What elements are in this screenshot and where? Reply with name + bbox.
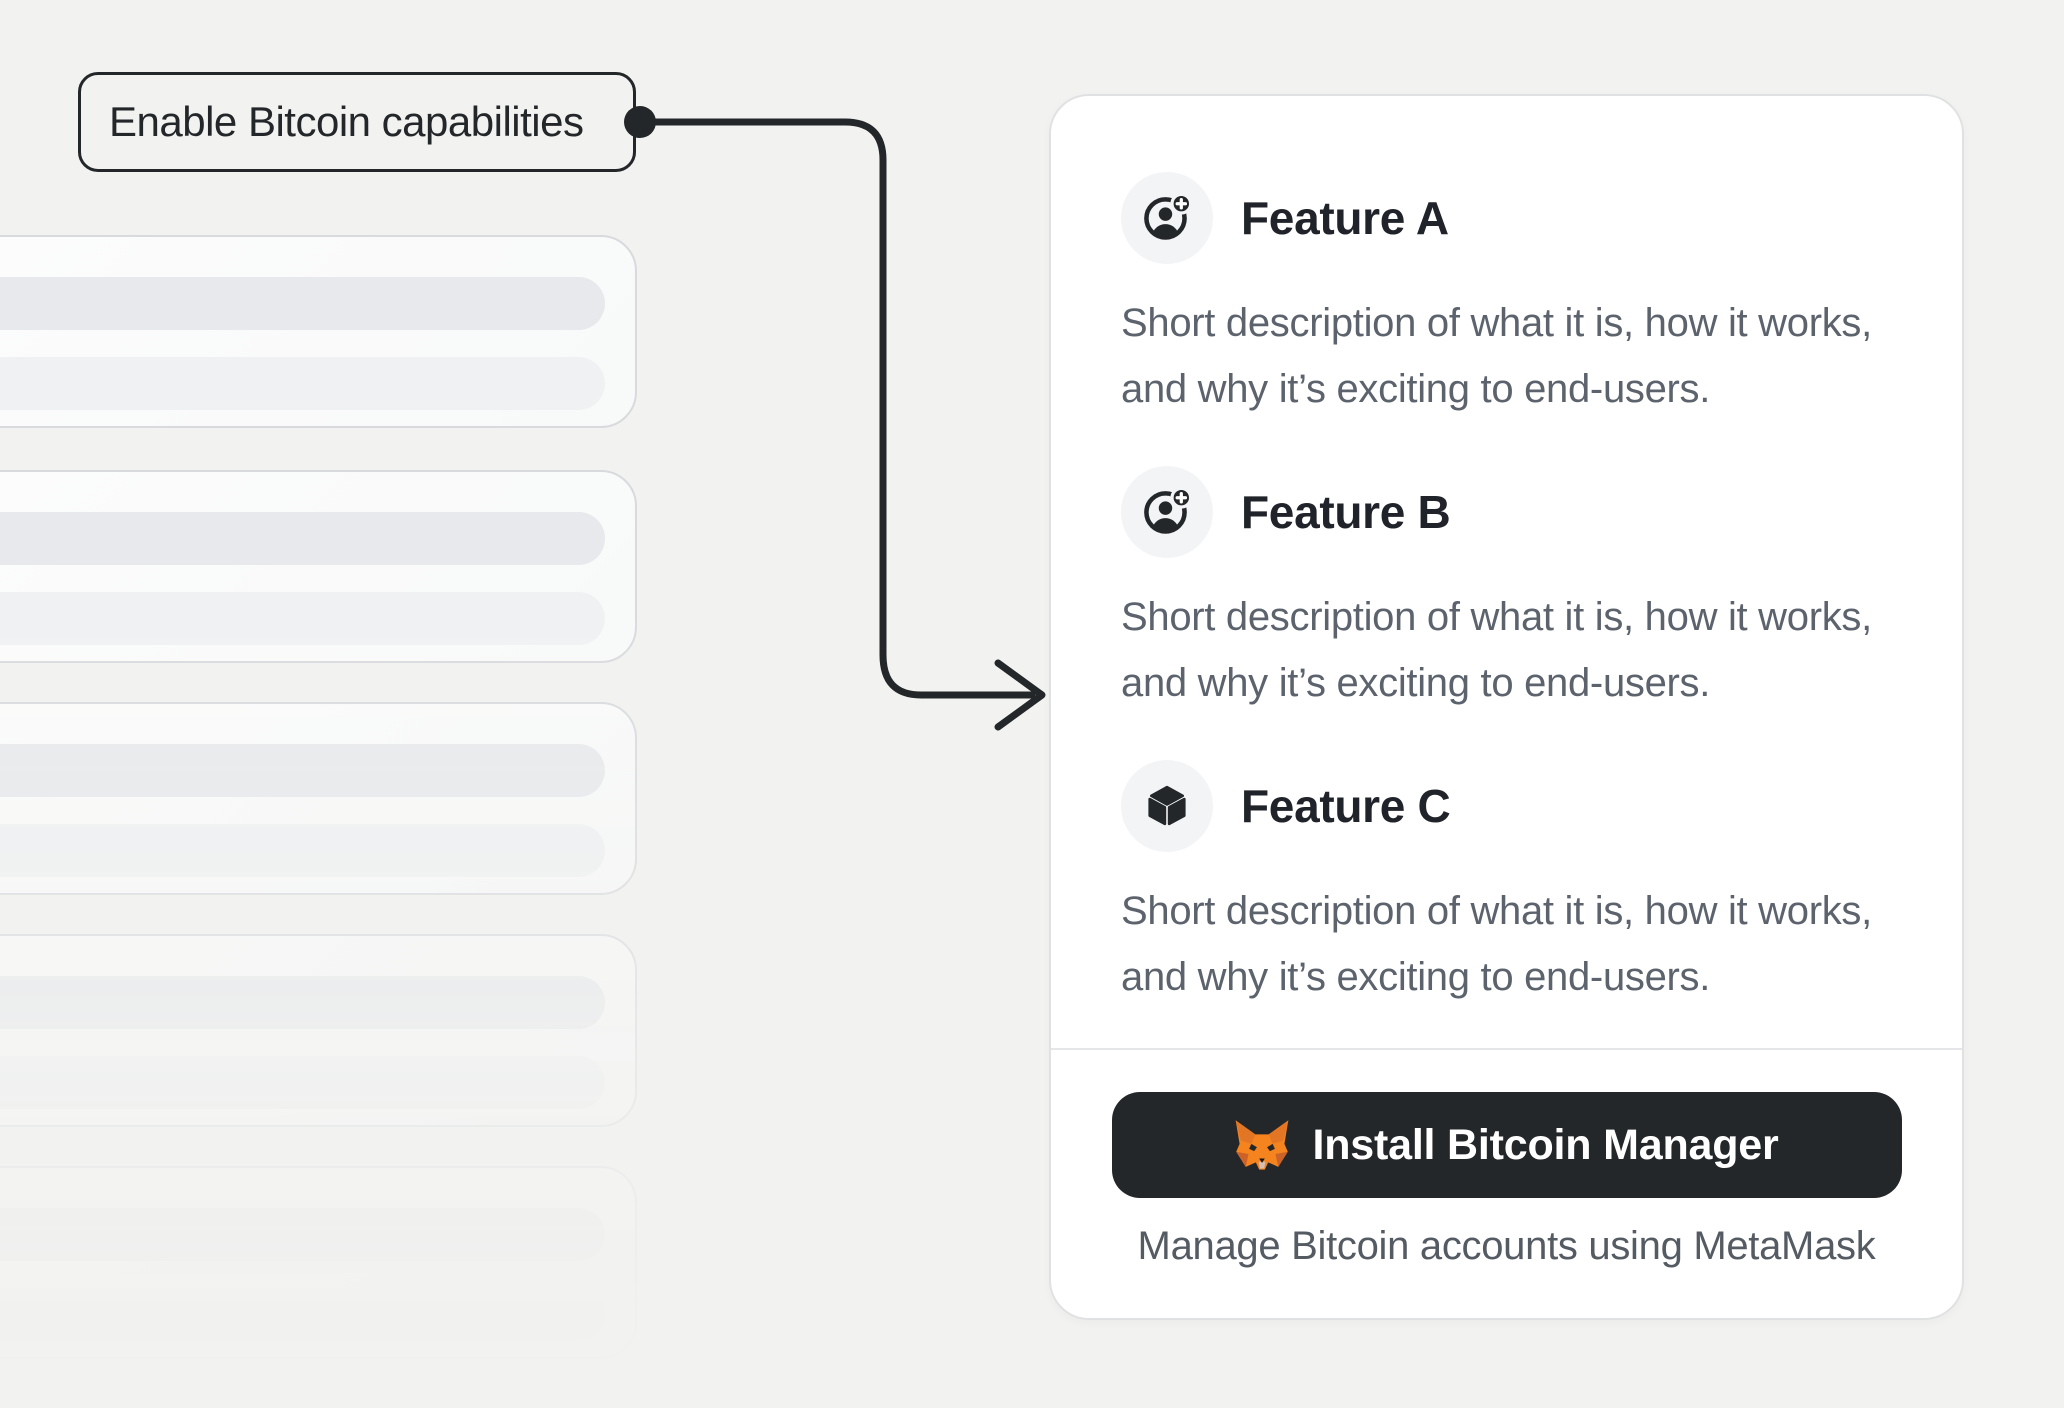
- feature-row-a: Feature A Short description of what it i…: [1121, 172, 1904, 422]
- install-bitcoin-manager-button[interactable]: Install Bitcoin Manager: [1111, 1092, 1902, 1198]
- skeleton-card: [0, 934, 637, 1127]
- skeleton-card: [0, 1166, 637, 1359]
- install-button-label: Install Bitcoin Manager: [1312, 1120, 1779, 1169]
- skeleton-bar: [0, 1056, 605, 1109]
- install-caption: Manage Bitcoin accounts using MetaMask: [1137, 1224, 1876, 1268]
- skeleton-bar: [0, 1288, 605, 1341]
- feature-description: Short description of what it is, how it …: [1121, 595, 1872, 705]
- feature-title: Feature B: [1241, 486, 1451, 538]
- skeleton-card: [0, 470, 637, 663]
- skeleton-column: [0, 235, 640, 1408]
- feature-title: Feature A: [1241, 192, 1449, 244]
- user-add-icon: [1121, 466, 1213, 558]
- feature-description: Short description of what it is, how it …: [1121, 889, 1872, 999]
- metamask-fox-icon: [1234, 1119, 1290, 1171]
- skeleton-bar: [0, 744, 605, 797]
- skeleton-bar: [0, 357, 605, 410]
- features-card: Feature A Short description of what it i…: [1049, 94, 1964, 1320]
- feature-description: Short description of what it is, how it …: [1121, 301, 1872, 411]
- skeleton-bar: [0, 277, 605, 330]
- feature-header: Feature A: [1121, 172, 1904, 264]
- feature-row-c: Feature C Short description of what it i…: [1121, 760, 1904, 1010]
- skeleton-bar: [0, 824, 605, 877]
- annotation-label: Enable Bitcoin capabilities: [78, 72, 636, 172]
- skeleton-bar: [0, 512, 605, 565]
- features-list: Feature A Short description of what it i…: [1051, 96, 1962, 1054]
- user-add-icon: [1121, 172, 1213, 264]
- feature-header: Feature B: [1121, 466, 1904, 558]
- skeleton-bar: [0, 1208, 605, 1261]
- skeleton-card: [0, 235, 637, 428]
- feature-header: Feature C: [1121, 760, 1904, 852]
- cube-icon: [1121, 760, 1213, 852]
- feature-title: Feature C: [1241, 780, 1451, 832]
- skeleton-bar: [0, 976, 605, 1029]
- annotation-label-text: Enable Bitcoin capabilities: [109, 98, 584, 145]
- card-footer: Install Bitcoin Manager Manage Bitcoin a…: [1051, 1092, 1962, 1269]
- skeleton-card: [0, 702, 637, 895]
- feature-row-b: Feature B Short description of what it i…: [1121, 466, 1904, 716]
- skeleton-bar: [0, 592, 605, 645]
- card-divider: [1051, 1048, 1962, 1050]
